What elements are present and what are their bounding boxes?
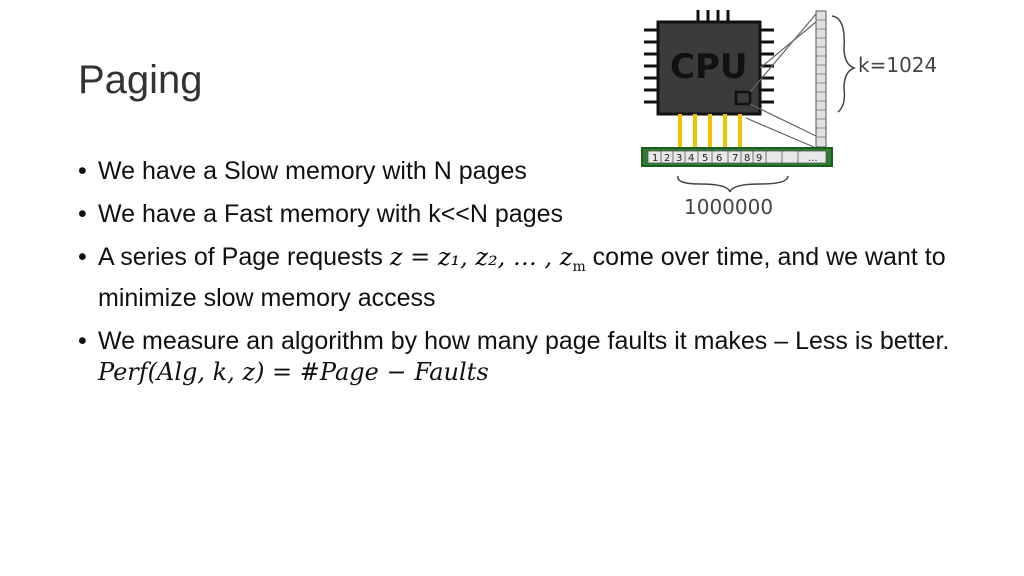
slow-cell-4: 4 [688, 153, 694, 164]
bullet-fast-memory: We have a Fast memory with k<<N pages [78, 199, 958, 230]
bullet-measure-text: We measure an algorithm by how many page… [98, 326, 950, 355]
slow-cell-8: 8 [744, 153, 750, 164]
bullet-list: We have a Slow memory with N pages We ha… [78, 156, 958, 400]
request-sequence-formula: z = z₁, z₂, … , zm [389, 243, 586, 275]
slide-title: Paging [78, 58, 203, 102]
memory-diagram: CPU k=1024 1 2 3 4 5 6 7 8 9 ... [641, 10, 937, 219]
fast-memory-box [734, 90, 752, 106]
bullet-page-requests-tail: come over time, and we want to minimize … [98, 243, 946, 312]
slow-memory-cell-labels: 1 2 3 4 5 6 7 8 9 ... [652, 153, 818, 164]
slow-cell-2: 2 [664, 153, 670, 164]
fast-memory-column [815, 10, 827, 148]
slow-cell-9: 9 [756, 153, 762, 164]
bullet-page-requests: A series of Page requests z = z₁, z₂, … … [78, 242, 958, 314]
slow-cell-5: 5 [702, 153, 708, 164]
cpu-pins-bottom [678, 114, 742, 148]
cpu-label: CPU [670, 47, 747, 87]
k-label: k=1024 [858, 53, 937, 77]
k-brace [831, 15, 857, 113]
slow-cell-6: 6 [716, 153, 722, 164]
slow-cell-ellipsis: ... [808, 153, 818, 164]
fast-memory-connectors [745, 13, 817, 149]
cpu-pins-left [644, 28, 658, 104]
cpu-pins-top [696, 10, 730, 22]
request-sequence-math: z = z₁, z₂, … , z [389, 243, 573, 271]
slow-cell-3: 3 [676, 153, 682, 164]
fast-memory-cells [816, 19, 826, 138]
bullet-page-requests-text: A series of Page requests [98, 243, 390, 271]
bullet-slow-memory: We have a Slow memory with N pages [78, 156, 958, 187]
slow-memory-brace [677, 175, 789, 193]
performance-formula: Perf(Alg, k, z) = #Page − Faults [98, 357, 489, 386]
slow-memory-size-label: 1000000 [684, 195, 773, 219]
slow-memory-dividers [660, 151, 799, 163]
bullet-measure: We measure an algorithm by how many page… [78, 326, 958, 388]
slow-cell-1: 1 [652, 153, 658, 164]
slow-cell-7: 7 [732, 153, 738, 164]
request-sequence-subscript: m [572, 258, 586, 275]
slow-memory-inner [647, 150, 827, 164]
